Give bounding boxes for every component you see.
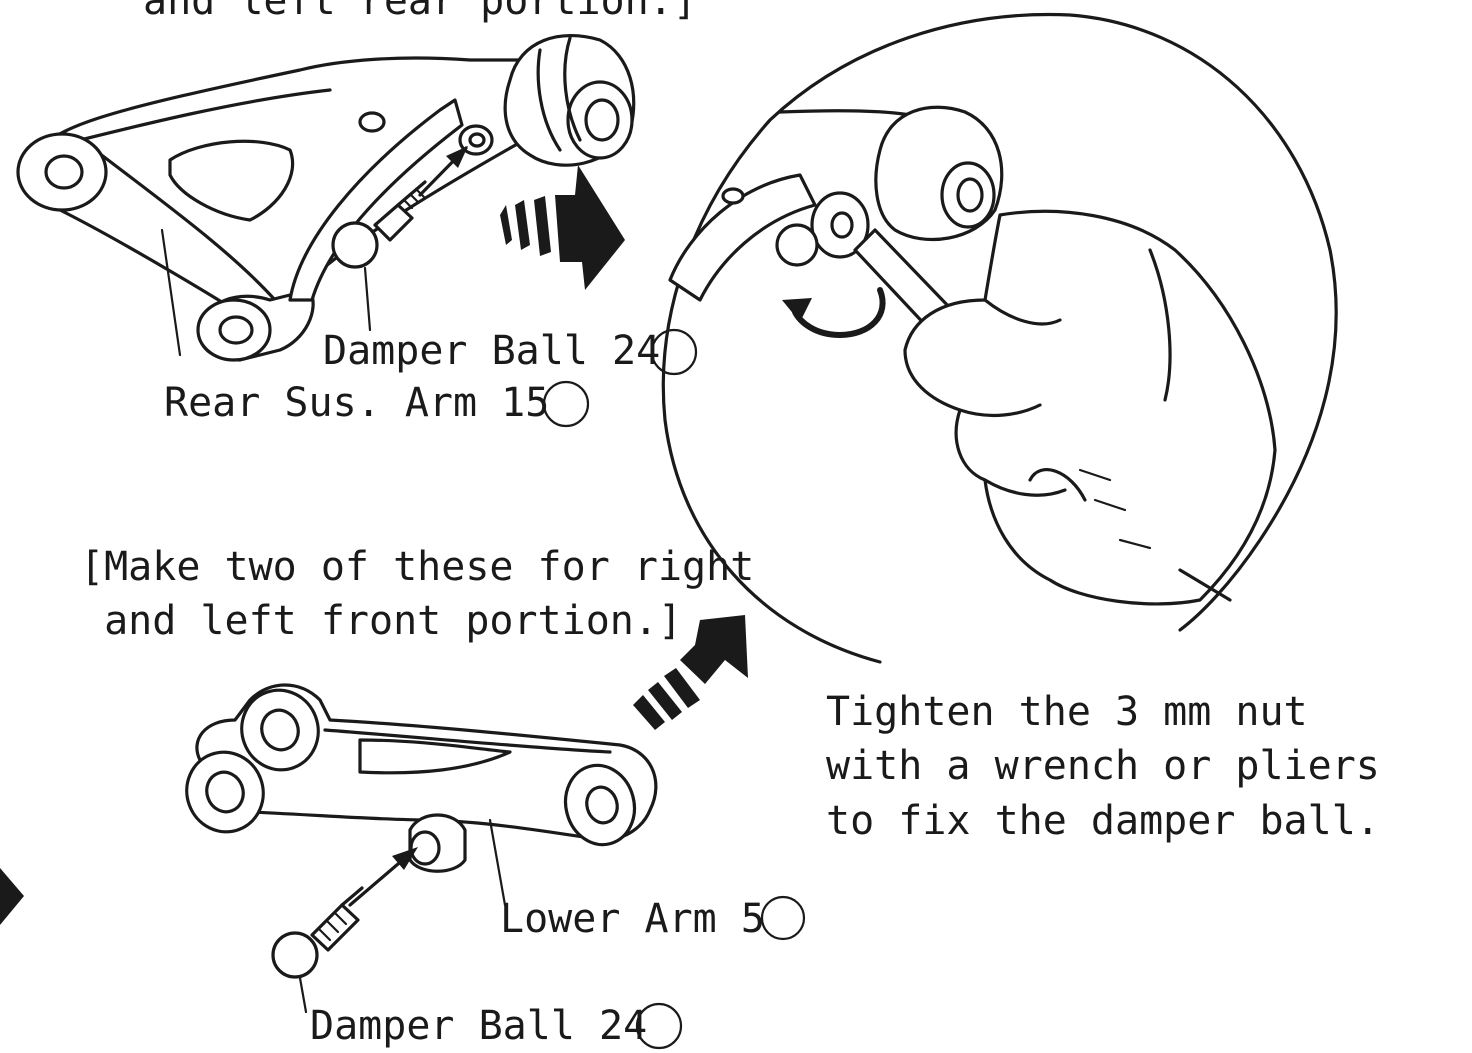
- rear-sus-arm-label: Rear Sus. Arm 15: [164, 377, 549, 429]
- tighten-nut-instruction: Tighten the 3 mm nut with a wrench or pl…: [826, 685, 1380, 848]
- part-number-circle-5: [762, 897, 804, 939]
- part-number-circle-15: [544, 382, 588, 426]
- damper-ball-rear-label: Damper Ball 24: [323, 325, 660, 377]
- edge-arrow-fragment: [0, 868, 24, 925]
- rear-arm-caption-fragment: and left rear portion.]: [143, 0, 697, 28]
- damper-ball-front-number: 24: [599, 1003, 647, 1049]
- rear-sus-arm-number: 15: [501, 380, 549, 426]
- lower-arm-drawing: [176, 679, 656, 1012]
- damper-ball-front-text: Damper Ball: [310, 1003, 599, 1049]
- damper-ball-rear-text: Damper Ball: [323, 328, 612, 374]
- damper-ball-front-label: Damper Ball 24: [310, 1000, 647, 1052]
- rear-sus-arm-text: Rear Sus. Arm: [164, 380, 501, 426]
- damper-ball-rear-number: 24: [612, 328, 660, 374]
- direction-arrow-right: [500, 165, 625, 290]
- lower-arm-number: 5: [741, 896, 765, 942]
- lower-arm-label: Lower Arm 5: [500, 893, 765, 945]
- magnified-detail: [663, 15, 1336, 662]
- front-arm-instruction: [Make two of these for right and left fr…: [80, 540, 754, 649]
- lower-arm-text: Lower Arm: [500, 896, 741, 942]
